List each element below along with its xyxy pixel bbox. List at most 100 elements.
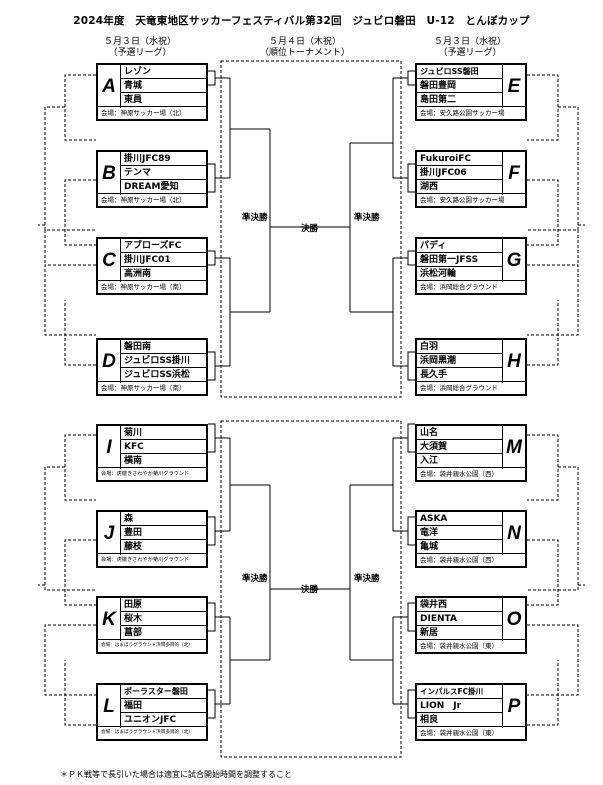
team-name: 豊田 — [121, 526, 207, 540]
semifinal-label-top-right: 準決勝 — [354, 213, 380, 223]
team-name: インパルスFC掛川 — [417, 685, 503, 699]
team-name: 掛川JFC06 — [417, 166, 503, 180]
venue-label: 会場：安久路公園サッカー場 — [417, 106, 525, 119]
group-letter: G — [502, 239, 525, 282]
team-name: レゾン — [121, 65, 207, 79]
team-list: FukuroiFC 掛川JFC06 湖西 — [417, 152, 503, 194]
team-name: KFC — [121, 440, 207, 454]
left-date: ５月３日（水祝） — [103, 37, 176, 47]
footnote: ＊ＰＫ戦等で長引いた場合は適宜に試合開始時間を調整すること — [60, 770, 292, 779]
right-date: ５月３日（水祝） — [433, 37, 506, 47]
team-name: テンマ — [121, 166, 207, 180]
group-letter: H — [502, 340, 525, 383]
team-list: 森 豊田 藤枝 — [121, 512, 207, 554]
team-name: 相良 — [420, 715, 439, 725]
venue-label: 会場：神原サッカー場（南） — [98, 381, 206, 394]
team-list: 掛川JFC89 テンマ DREAM愛知 — [121, 152, 207, 194]
team-name: ユニオンJFC — [124, 715, 177, 725]
venue-label: 会場：安久路公園サッカー場 — [417, 193, 525, 206]
team-name: DREAM愛知 — [124, 182, 179, 192]
team-list: 白羽 浜岡黒潮 長久手 — [417, 340, 503, 382]
team-name: 山名 — [417, 426, 503, 440]
team-name: 磐田豊岡 — [417, 79, 503, 93]
group-l-box: L ポーラスター磐田 福田 ユニオンJFC 会場：はまぼうグラウンド浜岡多目的（… — [96, 683, 208, 741]
team-list: インパルスFC掛川 LION Jr 相良 — [417, 685, 503, 727]
team-name: 亀城 — [420, 542, 439, 552]
final-label-top: 決勝 — [301, 224, 319, 234]
team-name: パディ — [417, 239, 503, 253]
team-name: ジュビロSS掛川 — [121, 354, 207, 368]
group-letter: C — [98, 239, 121, 282]
team-name: 桜木 — [121, 612, 207, 626]
group-f-box: FukuroiFC 掛川JFC06 湖西 F 会場：安久路公園サッカー場 — [415, 150, 527, 208]
team-list: 山名 大須賀 入江 — [417, 426, 503, 468]
team-name: アブローズFC — [121, 239, 207, 253]
team-name: 島田第二 — [420, 95, 457, 105]
group-letter: B — [98, 152, 121, 195]
team-name: ジュビロSS磐田 — [417, 65, 503, 79]
team-name: 藤枝 — [124, 542, 143, 552]
team-name: 入江 — [420, 456, 439, 466]
team-list: 袋井西 DIENTA 新居 — [417, 598, 503, 640]
page-title: 2024年度 天竜東地区サッカーフェスティバル第32回 ジュビロ磐田 U-12 … — [73, 15, 530, 27]
team-name: 浜松河輪 — [420, 269, 457, 279]
group-letter: F — [502, 152, 525, 195]
team-name: 新居 — [420, 628, 439, 638]
center-subheader: （順位トーナメント） — [259, 48, 350, 58]
team-name: 長久手 — [420, 370, 448, 380]
group-letter: E — [502, 65, 525, 108]
team-name: DIENTA — [417, 612, 503, 626]
team-list: ASKA 竜洋 亀城 — [417, 512, 503, 554]
team-name: 白羽 — [417, 340, 503, 354]
venue-label: 会場：袋井親水公園（西） — [417, 553, 525, 566]
team-name: 掛川JFC01 — [121, 253, 207, 267]
team-list: ジュビロSS磐田 磐田豊岡 島田第二 — [417, 65, 503, 107]
team-name: LION Jr — [417, 699, 503, 713]
team-list: レゾン 青城 東員 — [121, 65, 207, 107]
team-name: ASKA — [417, 512, 503, 526]
group-letter: O — [502, 598, 525, 641]
group-m-box: 山名 大須賀 入江 M 会場：袋井親水公園（西） — [415, 424, 527, 482]
group-i-box: I 菊川 KFC 横南 会場：虎徹きさわやか菊川グラウンド — [96, 424, 208, 482]
left-subheader: （予選リーグ） — [108, 48, 172, 58]
group-e-box: ジュビロSS磐田 磐田豊岡 島田第二 E 会場：安久路公園サッカー場 — [415, 63, 527, 121]
venue-label: 会場：はまぼうグラウンド浜岡多目的（北） — [98, 639, 206, 652]
right-subheader: （予選リーグ） — [438, 48, 502, 58]
team-name: 菊川 — [121, 426, 207, 440]
bottom-center-frame — [220, 420, 402, 758]
team-list: ポーラスター磐田 福田 ユニオンJFC — [121, 685, 207, 727]
group-j-box: J 森 豊田 藤枝 会場：虎徹きさわやか菊川グラウンド — [96, 510, 208, 568]
right-header: ５月３日（水祝） （予選リーグ） — [420, 37, 520, 59]
venue-label: 会場：はまぼうグラウンド浜岡多目的（北） — [98, 726, 206, 739]
venue-label: 会場：神原サッカー場（南） — [98, 280, 206, 293]
group-letter: N — [502, 512, 525, 555]
team-name: 竜洋 — [417, 526, 503, 540]
group-letter: I — [98, 426, 121, 469]
venue-label: 会場：浜岡総合グラウンド — [417, 381, 525, 394]
team-name: 高洲南 — [124, 269, 152, 279]
group-letter: J — [98, 512, 121, 555]
group-g-box: パディ 磐田第一JFSS 浜松河輪 G 会場：浜岡総合グラウンド — [415, 237, 527, 295]
team-list: アブローズFC 掛川JFC01 高洲南 — [121, 239, 207, 281]
team-name: 磐田第一JFSS — [417, 253, 503, 267]
venue-label: 会場：袋井親水公園（東） — [417, 726, 525, 739]
venue-label: 会場：虎徹きさわやか菊川グラウンド — [98, 467, 206, 480]
team-name: FukuroiFC — [417, 152, 503, 166]
center-date: ５月４日（木祝） — [268, 37, 341, 47]
team-name: 掛川JFC89 — [121, 152, 207, 166]
venue-label: 会場：虎徹きさわやか菊川グラウンド — [98, 553, 206, 566]
group-k-box: K 田原 桜木 菖部 会場：はまぼうグラウンド浜岡多目的（北） — [96, 596, 208, 654]
semifinal-label-top-left: 準決勝 — [242, 213, 268, 223]
group-letter: L — [98, 685, 121, 728]
group-c-box: C アブローズFC 掛川JFC01 高洲南 会場：神原サッカー場（南） — [96, 237, 208, 295]
team-name: 東員 — [124, 95, 143, 105]
venue-label: 会場：神原サッカー場（北） — [98, 193, 206, 206]
group-letter: K — [98, 598, 121, 641]
top-center-frame — [220, 60, 402, 398]
team-name: 浜岡黒潮 — [417, 354, 503, 368]
team-list: 菊川 KFC 横南 — [121, 426, 207, 468]
group-h-box: 白羽 浜岡黒潮 長久手 H 会場：浜岡総合グラウンド — [415, 338, 527, 396]
venue-label: 会場：袋井親水公園（東） — [417, 639, 525, 652]
venue-label: 会場：浜岡総合グラウンド — [417, 280, 525, 293]
